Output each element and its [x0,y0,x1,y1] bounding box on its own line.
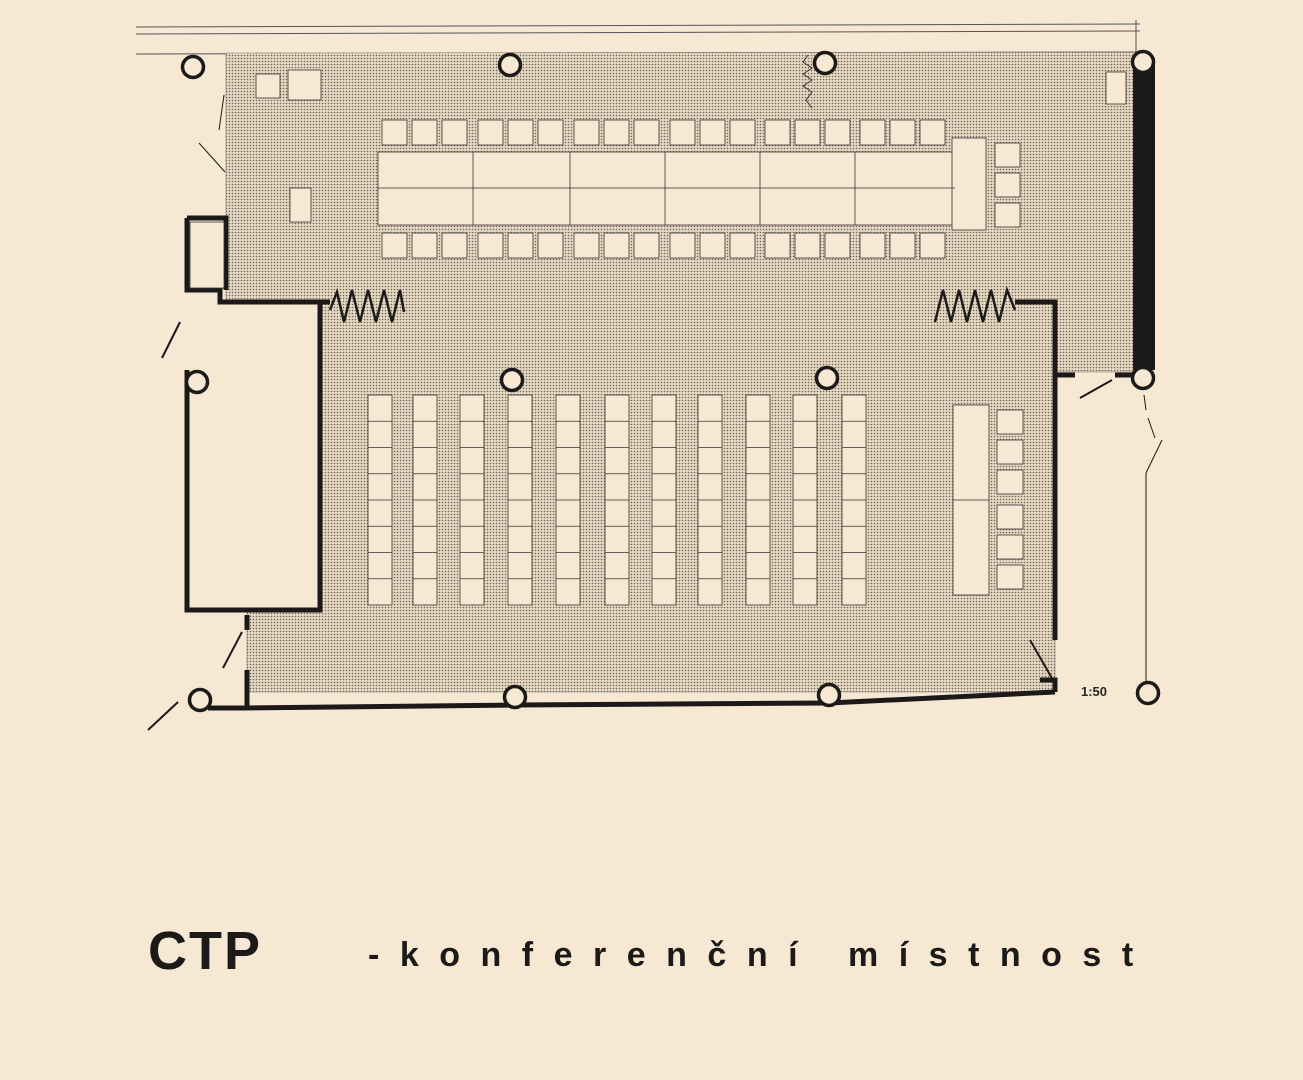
chair [603,119,630,146]
chair [996,534,1024,560]
cable [802,54,813,109]
chair [699,232,726,259]
plan-structure [135,20,1163,731]
facade-line [135,23,1141,28]
chair [729,232,756,259]
chair [669,232,696,259]
chair [919,119,946,146]
chair [994,172,1021,198]
chair [411,232,438,259]
chair [507,232,534,259]
column [180,54,206,80]
chair [729,119,756,146]
column [816,682,842,708]
chair [573,232,600,259]
chair [477,119,504,146]
chair [537,232,564,259]
column [502,684,528,710]
radiator [328,287,406,323]
chair [824,119,851,146]
chair [994,142,1021,168]
chair [633,119,660,146]
column [1130,49,1156,75]
chair [764,232,791,259]
chair [889,232,916,259]
chair [764,119,791,146]
doors [147,94,1163,731]
column [184,369,210,395]
column [1135,680,1161,706]
chair [411,119,438,146]
chair [996,439,1024,465]
column [497,52,523,78]
chair [507,119,534,146]
bench-rows [367,394,867,606]
chair [794,119,821,146]
chair [537,119,564,146]
drawing-title: CTP [148,921,262,981]
chair [996,504,1024,530]
radiator [933,285,1017,323]
curtain-wall [1133,58,1155,370]
column [187,687,213,713]
chair [669,119,696,146]
chair [859,232,886,259]
chair [603,232,630,259]
drawing-subtitle: -konferenční místnost [368,936,1154,974]
cabinets [255,69,1127,223]
chair [919,232,946,259]
chairs [381,119,1024,590]
chair [996,469,1024,495]
chair [889,119,916,146]
chair [441,232,468,259]
chair [996,409,1024,435]
chair [573,119,600,146]
chair [794,232,821,259]
stair [189,221,225,289]
side-room [187,302,320,610]
chair [633,232,660,259]
chair [477,232,504,259]
column [814,365,840,391]
column [1130,365,1156,391]
chair [824,232,851,259]
chair [381,119,408,146]
conference-table [377,137,990,596]
column [812,50,838,76]
scale-label: 1:50 [1081,684,1108,699]
facade-line [135,30,1141,35]
chair [381,232,408,259]
chair [994,202,1021,228]
chair [996,564,1024,590]
walls [184,215,1135,711]
chair [859,119,886,146]
column [499,367,525,393]
chair [441,119,468,146]
columns [180,49,1161,713]
chair [699,119,726,146]
